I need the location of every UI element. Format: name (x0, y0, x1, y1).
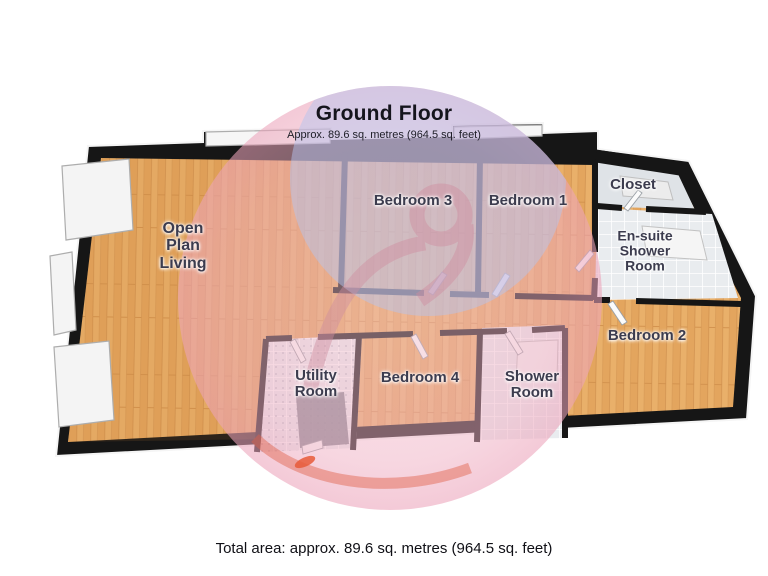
room-label-utility-room: Utility Room (294, 366, 338, 400)
room-label-shower-room: Shower Room (504, 367, 560, 401)
room-label-bedroom-3: Bedroom 3 (373, 191, 453, 209)
room-label-open-plan-living: Open Plan Living (159, 220, 207, 272)
room-label-bedroom-1: Bedroom 1 (488, 191, 568, 209)
left-wall-units (49, 158, 134, 428)
closet-far-wall (595, 149, 687, 177)
room-label-en-suite: En-suite Shower Room (617, 227, 673, 274)
closet-door (623, 189, 643, 212)
room-label-closet: Closet (610, 175, 656, 193)
page-subtitle: Approx. 89.6 sq. metres (964.5 sq. feet) (287, 129, 481, 141)
total-area-text: Total area: approx. 89.6 sq. metres (964… (215, 540, 553, 557)
page-title: Ground Floor (315, 102, 453, 125)
room-label-bedroom-2: Bedroom 2 (607, 326, 687, 344)
ensuite-shower-tray (641, 225, 708, 261)
watermark-swoosh (251, 434, 472, 489)
watermark-figure (302, 183, 474, 392)
bedroom2-door (607, 300, 628, 326)
watermark-blue-blob (290, 86, 566, 316)
closet-shelf (619, 175, 674, 201)
room-label-bedroom-4: Bedroom 4 (380, 368, 460, 386)
watermark-flame (294, 455, 316, 469)
